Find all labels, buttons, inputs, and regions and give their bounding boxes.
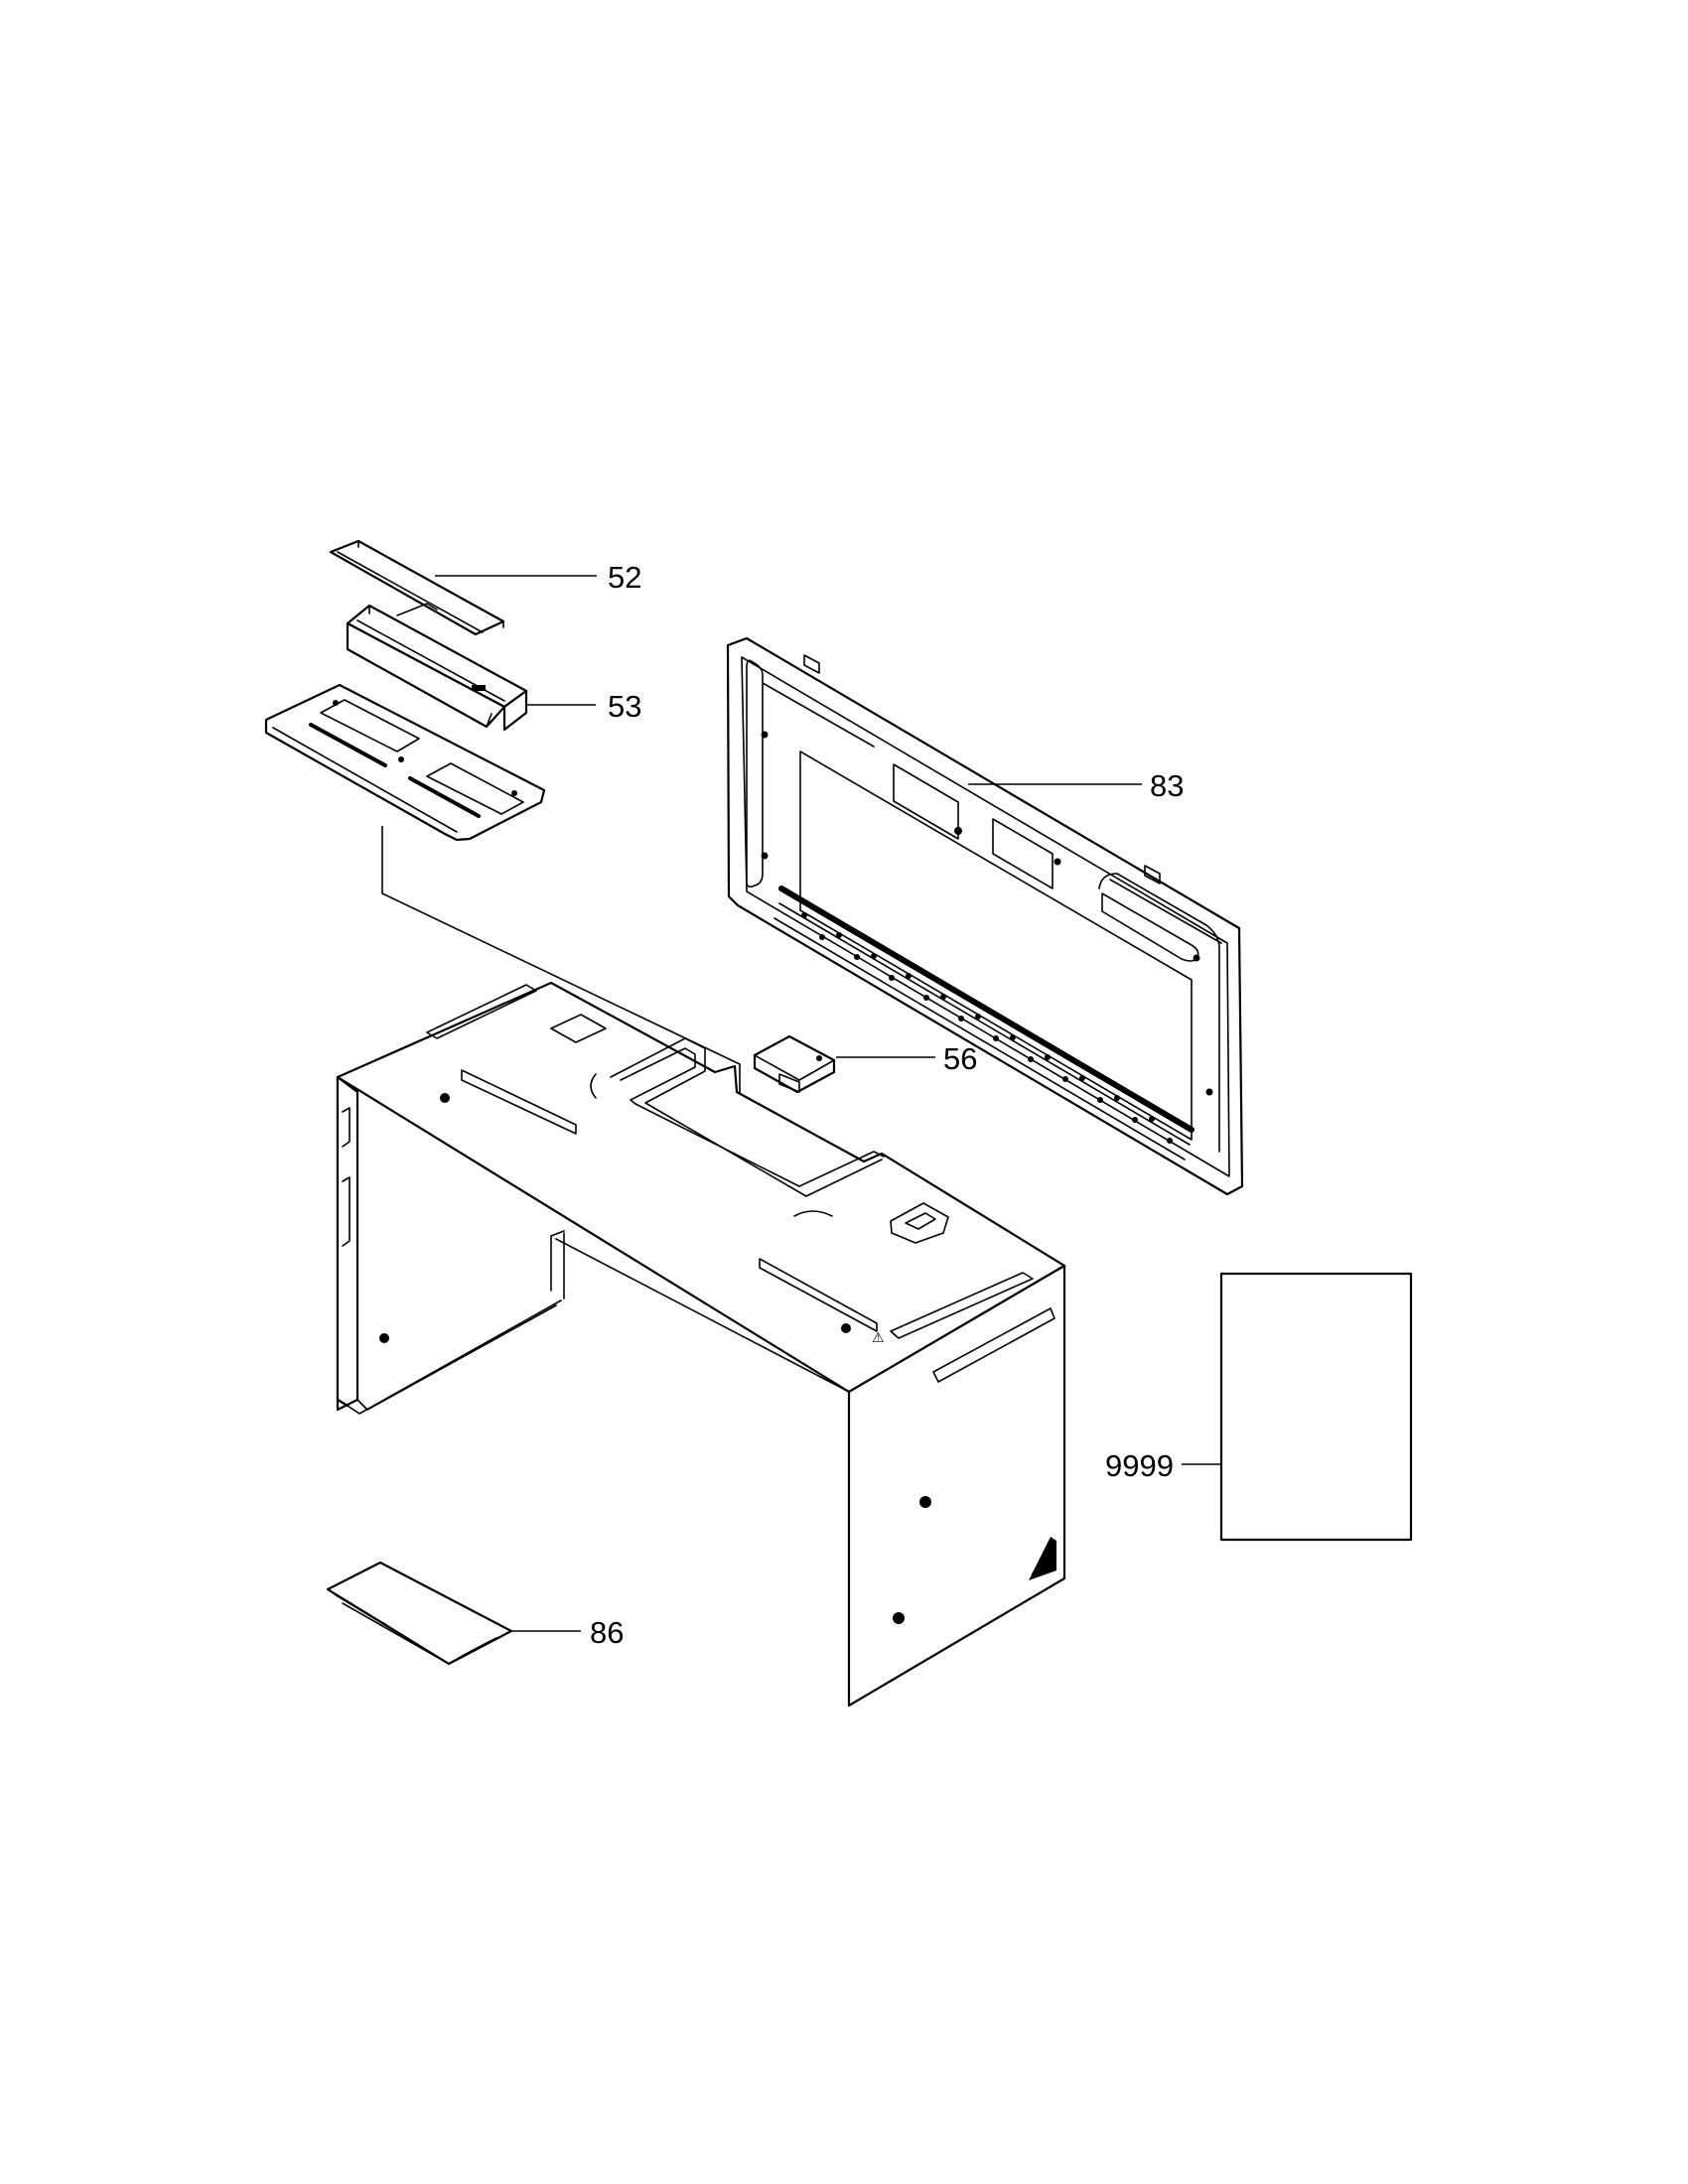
mounting-plate[interactable] xyxy=(264,683,546,842)
callout-53: 53 xyxy=(608,689,641,724)
callout-9999: 9999 xyxy=(1105,1448,1174,1483)
part-86-pouch[interactable] xyxy=(326,1561,513,1666)
part-9999-document[interactable] xyxy=(1219,1272,1413,1542)
cabinet-wrapper[interactable]: ⚠ xyxy=(336,981,1066,1707)
callout-56: 56 xyxy=(943,1041,977,1076)
callout-83: 83 xyxy=(1150,768,1184,803)
part-83-back-panel[interactable] xyxy=(726,636,1244,1196)
callout-86: 86 xyxy=(590,1615,624,1650)
part-52-cover[interactable] xyxy=(329,539,505,636)
part-56-bracket[interactable] xyxy=(753,1034,836,1094)
part-53-tray[interactable] xyxy=(346,603,528,732)
callout-52: 52 xyxy=(608,560,641,595)
warning-symbol: ⚠ xyxy=(872,1329,885,1345)
